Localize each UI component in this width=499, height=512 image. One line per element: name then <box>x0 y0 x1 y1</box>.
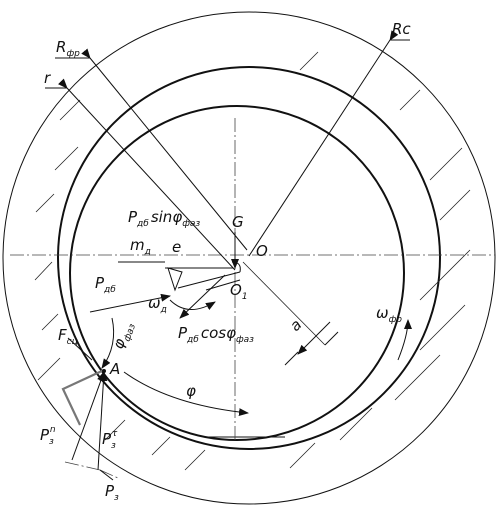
bore-circle <box>57 66 441 450</box>
label-Pz: Pз <box>105 482 119 503</box>
omega-fr-arc <box>397 319 412 361</box>
Pz-dash-1 <box>64 461 101 471</box>
label-omega-d: ωд <box>148 294 167 315</box>
label-m-d: mд <box>130 236 151 257</box>
mass-link <box>177 271 241 289</box>
label-Rc: Rc <box>392 20 411 38</box>
label-omega-fr: ωфр <box>376 304 402 325</box>
label-Pz-n: Pзn <box>40 425 56 447</box>
label-O: O <box>256 242 268 260</box>
P-cos-arrow <box>179 274 226 319</box>
O1-hook <box>231 261 241 273</box>
P-db-arrow <box>89 293 171 313</box>
Rc-dimension <box>248 30 399 257</box>
casing-hatching <box>34 51 471 471</box>
Pzn-arrow <box>71 371 105 461</box>
label-R-fr: Rфр <box>56 38 80 59</box>
a-extension-1 <box>324 331 339 346</box>
label-F-sc: Fсц <box>58 326 78 347</box>
omega-d-arc <box>169 299 216 311</box>
Pzt-arrow <box>97 371 108 471</box>
a-dim-line <box>297 321 331 355</box>
R-fr-dimension <box>81 48 248 251</box>
outer-casing-circle <box>2 11 496 505</box>
label-O1: O1 <box>230 281 248 302</box>
diagonal-centre-line <box>242 261 326 346</box>
label-a: a <box>286 316 305 335</box>
phi-arc <box>123 371 249 417</box>
label-P-db: Pдб <box>95 274 116 295</box>
label-A: A <box>109 360 120 378</box>
rotor-circle <box>69 105 405 441</box>
phi-faz-arc <box>101 317 115 369</box>
mass-triangle <box>167 267 183 292</box>
Pz-vector-grey <box>61 369 105 426</box>
Pz-dash-2 <box>99 469 119 479</box>
Pz-leader <box>99 469 114 481</box>
point-A-dot <box>102 369 106 373</box>
F-sc-leader <box>67 337 93 361</box>
r-dimension <box>57 78 236 271</box>
a-extension-2 <box>284 351 299 366</box>
label-phi: φ <box>186 382 196 400</box>
label-r: r <box>44 69 51 87</box>
label-Pz-tau: Pзτ <box>102 429 118 451</box>
label-G: G <box>232 213 244 231</box>
label-e: e <box>172 238 181 256</box>
